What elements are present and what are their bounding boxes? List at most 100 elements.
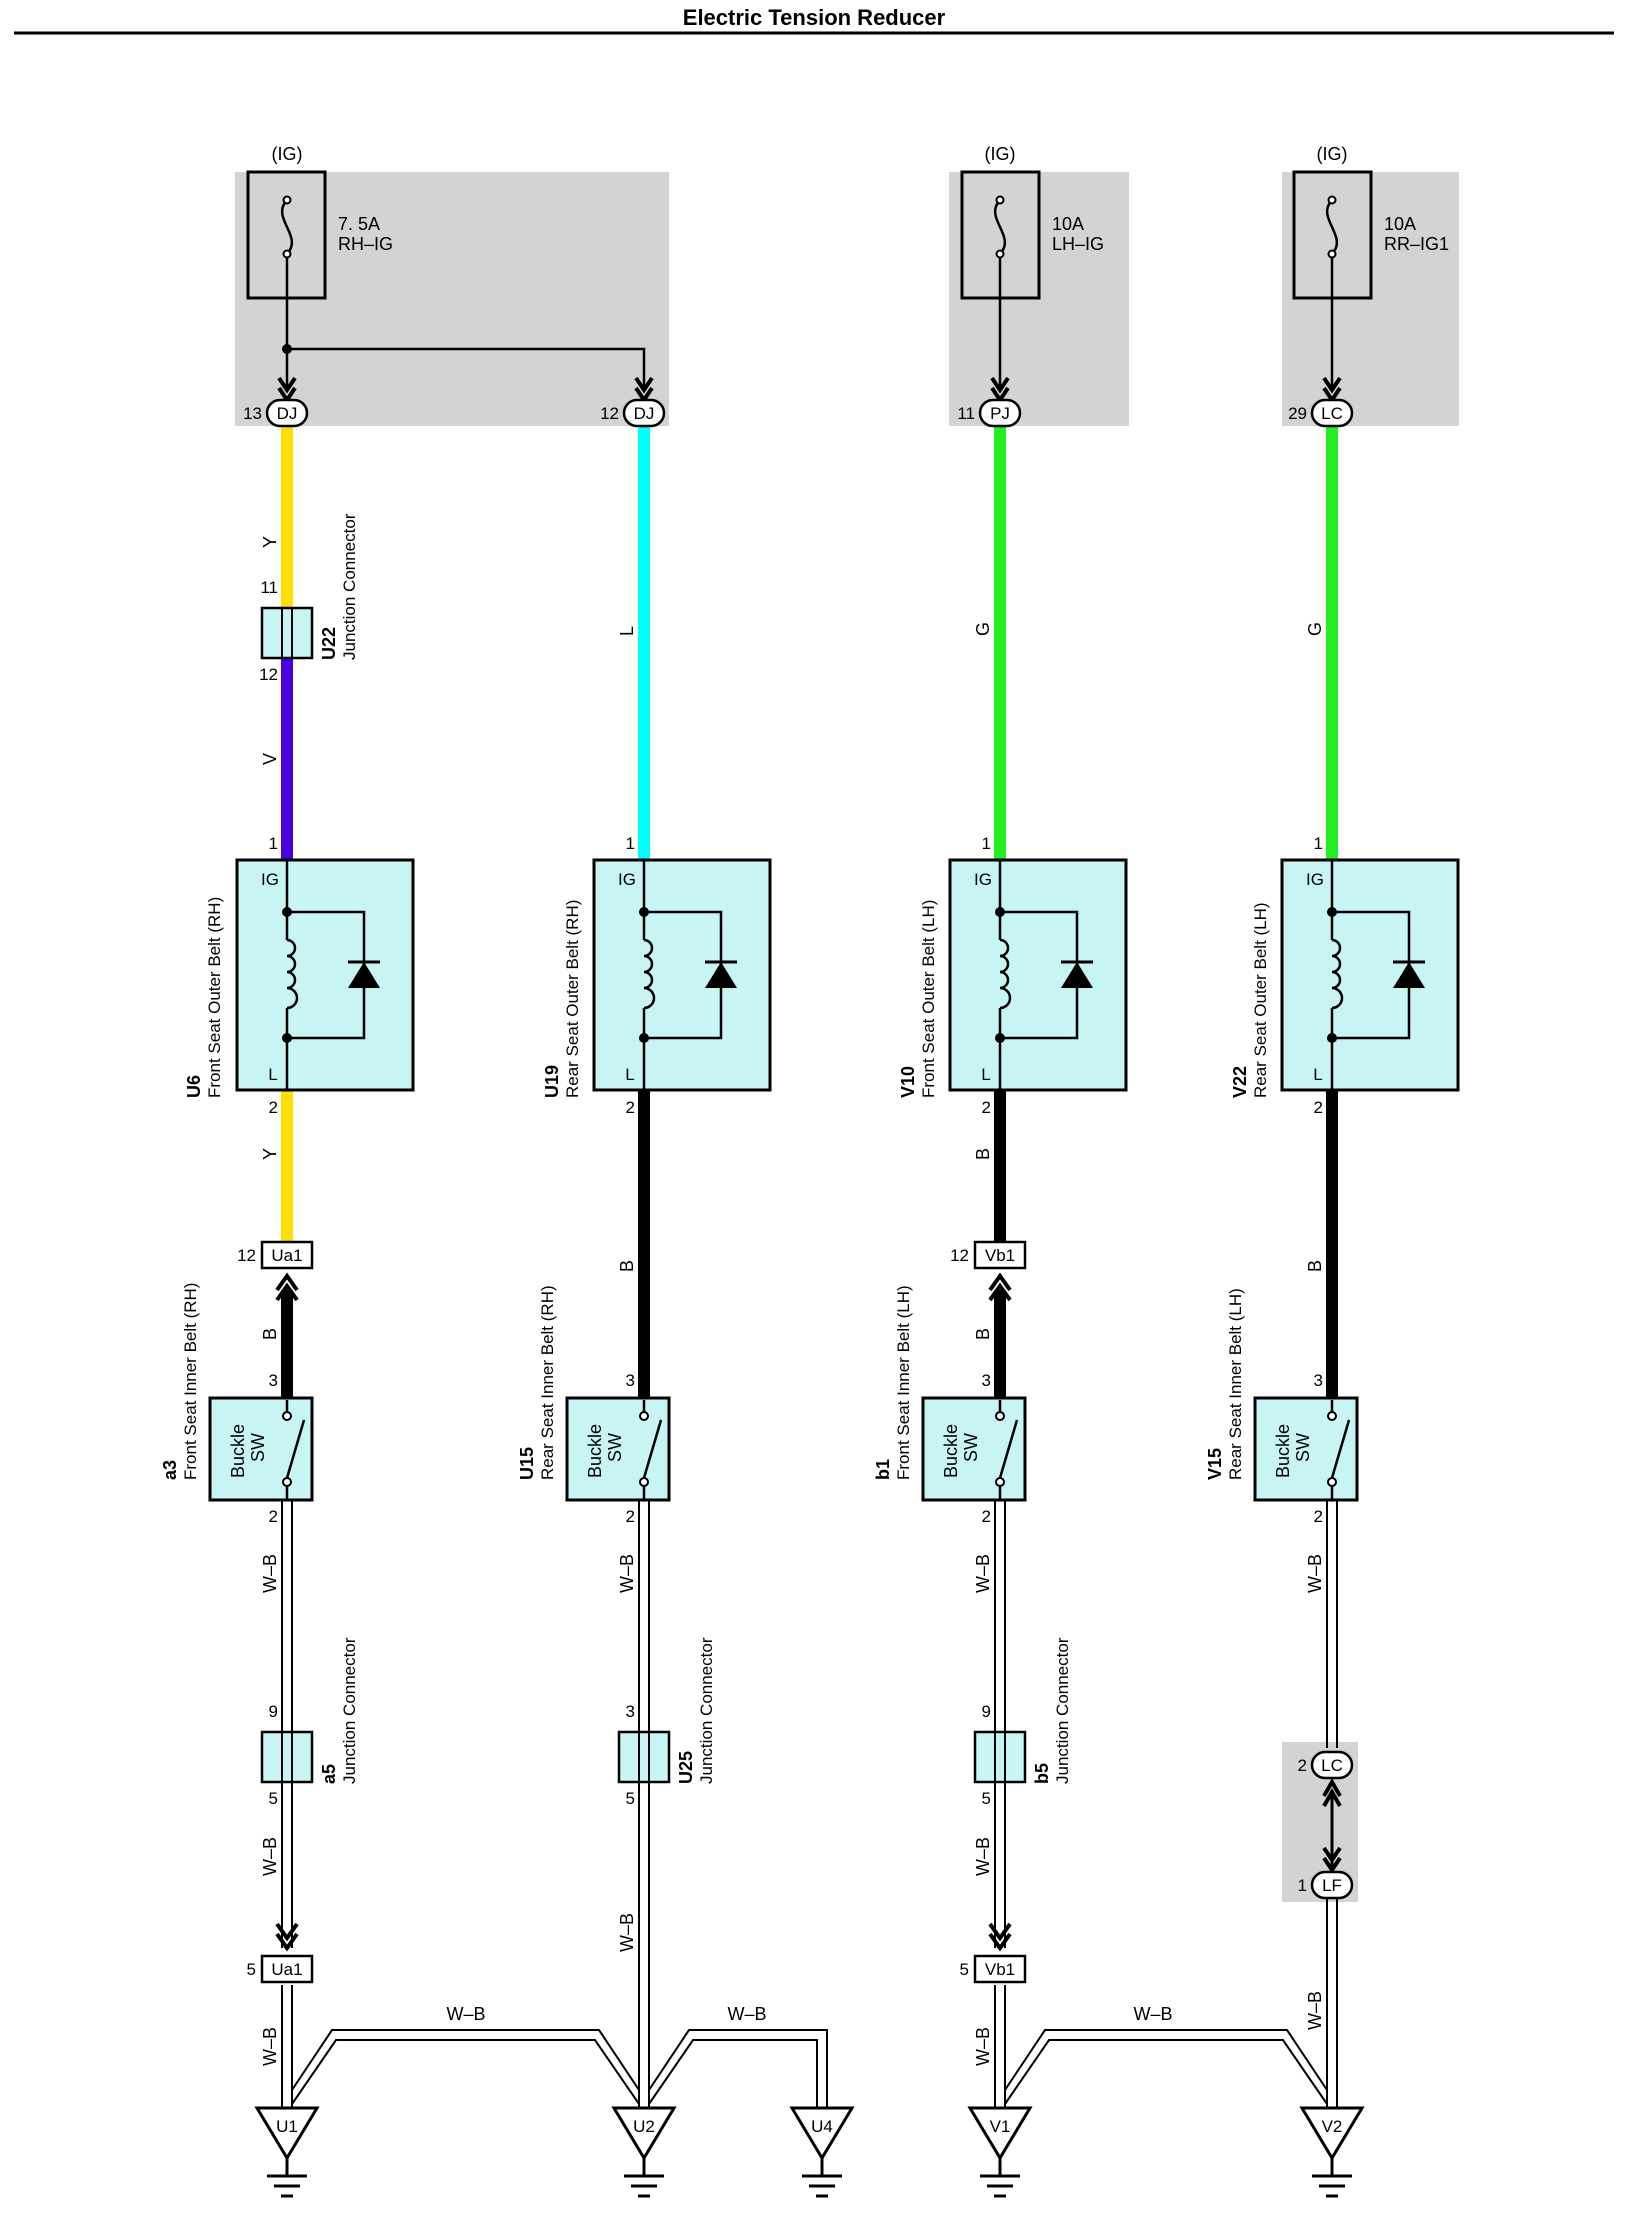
fuse-rating: 7. 5A (338, 214, 380, 234)
svg-text:LC: LC (1321, 404, 1343, 423)
svg-text:b5: b5 (1032, 1763, 1052, 1784)
junction-a5: 9 5 a5 Junction Connector (260, 1637, 359, 1808)
svg-text:9: 9 (982, 1702, 991, 1721)
fuse-name: RR–IG1 (1384, 234, 1449, 254)
inner-belt-a3: Buckle SW 3 2 a3 Front Seat Inner Belt (… (160, 1283, 314, 1526)
svg-text:2: 2 (269, 1098, 278, 1117)
wire-label: W–B (617, 1554, 637, 1593)
wire-label: W–B (260, 2027, 280, 2066)
svg-text:5: 5 (960, 1960, 969, 1979)
wire-label: B (260, 1328, 280, 1340)
wire-label: W–B (973, 1554, 993, 1593)
inner-belt-v15: Buckle SW 3 2 V15 Rear Seat Inner Belt (… (1205, 1288, 1359, 1526)
svg-text:5: 5 (982, 1789, 991, 1808)
ground-symbols: U1 U2 U4 V1 V2 (254, 2106, 1365, 2198)
svg-text:SW: SW (961, 1433, 981, 1462)
svg-text:2: 2 (1314, 1507, 1323, 1526)
svg-text:1: 1 (269, 834, 278, 853)
svg-text:Ua1: Ua1 (271, 1960, 302, 1979)
svg-text:1: 1 (626, 834, 635, 853)
svg-text:IG: IG (261, 870, 279, 889)
svg-text:Ua1: Ua1 (271, 1246, 302, 1265)
svg-text:L: L (625, 1065, 634, 1084)
connector-ua1-12: Ua1 12 (237, 1240, 314, 1302)
svg-text:PJ: PJ (990, 404, 1010, 423)
svg-text:5: 5 (247, 1960, 256, 1979)
fuse-rating: 10A (1384, 214, 1416, 234)
svg-text:V10: V10 (898, 1066, 918, 1098)
outer-belt-u19: IG L 1 2 U19 Rear Seat Outer Belt (RH) (542, 834, 772, 1117)
connector-lf-1: LF 1 (1298, 1870, 1354, 1900)
svg-text:IG: IG (1306, 870, 1324, 889)
svg-text:L: L (1313, 1065, 1322, 1084)
wire-label: G (1305, 622, 1325, 636)
svg-text:12: 12 (600, 404, 619, 423)
wire-label: B (973, 1148, 993, 1160)
wire-label: W–B (617, 1913, 637, 1952)
svg-text:Junction Connector: Junction Connector (340, 513, 359, 660)
fuse-rating: 10A (1052, 214, 1084, 234)
wire-label: Y (260, 536, 280, 548)
svg-text:SW: SW (1293, 1433, 1313, 1462)
connector-dj-13: DJ 13 (243, 398, 309, 428)
fuse-lh-ig (960, 170, 1041, 390)
svg-text:Rear Seat Inner Belt (LH): Rear Seat Inner Belt (LH) (1226, 1288, 1245, 1480)
svg-text:12: 12 (237, 1246, 256, 1265)
wire-label: W–B (727, 2004, 766, 2024)
connector-vb1-5: Vb1 5 (960, 1922, 1027, 1984)
svg-text:LC: LC (1321, 1756, 1343, 1775)
wb-wires (281, 1500, 1338, 2108)
svg-text:V15: V15 (1205, 1448, 1225, 1480)
svg-text:SW: SW (248, 1433, 268, 1462)
svg-text:Front Seat Outer Belt (LH): Front Seat Outer Belt (LH) (919, 900, 938, 1098)
svg-text:2: 2 (1314, 1098, 1323, 1117)
ground-u2: U2 (611, 2106, 677, 2198)
wire-label: W–B (260, 1837, 280, 1876)
ground-label: U4 (811, 2117, 833, 2136)
ground-v1: V1 (967, 2106, 1033, 2198)
svg-text:V22: V22 (1230, 1066, 1250, 1098)
junction-u22: 11 12 U22 Junction Connector (259, 513, 359, 684)
fuse-source-label: (IG) (985, 144, 1016, 164)
junction-u25: 3 5 U25 Junction Connector (617, 1637, 716, 1808)
connector-dj-12: DJ 12 (600, 398, 666, 428)
svg-text:Rear Seat Inner Belt (RH): Rear Seat Inner Belt (RH) (538, 1285, 557, 1480)
svg-text:Buckle: Buckle (1273, 1424, 1293, 1478)
ground-label: V1 (990, 2117, 1011, 2136)
wire-label: W–B (446, 2004, 485, 2024)
svg-text:U6: U6 (184, 1075, 204, 1098)
svg-text:IG: IG (974, 870, 992, 889)
svg-text:Vb1: Vb1 (985, 1960, 1015, 1979)
arrow-lc (1322, 1777, 1342, 1807)
ground-label: U1 (276, 2117, 298, 2136)
svg-text:Junction Connector: Junction Connector (1053, 1637, 1072, 1784)
wire-label: W–B (1133, 2004, 1172, 2024)
outer-belt-u6: IG L 1 2 U6 Front Seat Outer Belt (RH) (184, 834, 415, 1117)
svg-text:5: 5 (626, 1789, 635, 1808)
svg-text:Buckle: Buckle (228, 1424, 248, 1478)
ground-label: V2 (1322, 2117, 1343, 2136)
fuse-source-label: (IG) (1317, 144, 1348, 164)
ground-label: U2 (633, 2117, 655, 2136)
svg-text:LF: LF (1322, 1876, 1342, 1895)
svg-text:2: 2 (1298, 1756, 1307, 1775)
outer-belt-v10: IG L 1 2 V10 Front Seat Outer Belt (LH) (898, 834, 1128, 1117)
junction-b5: 9 5 b5 Junction Connector (973, 1637, 1072, 1808)
wire-label: W–B (973, 2027, 993, 2066)
inner-belt-b1: Buckle SW 3 2 b1 Front Seat Inner Belt (… (873, 1285, 1027, 1526)
svg-text:SW: SW (605, 1433, 625, 1462)
svg-text:b1: b1 (873, 1459, 893, 1480)
wire-label: B (1305, 1260, 1325, 1272)
svg-text:Front Seat Inner Belt (RH): Front Seat Inner Belt (RH) (181, 1283, 200, 1480)
svg-text:DJ: DJ (634, 404, 655, 423)
svg-text:Front Seat Outer Belt (RH): Front Seat Outer Belt (RH) (205, 897, 224, 1098)
svg-text:29: 29 (1288, 404, 1307, 423)
svg-text:1: 1 (1298, 1876, 1307, 1895)
svg-text:Rear Seat Outer Belt (LH): Rear Seat Outer Belt (LH) (1251, 902, 1270, 1098)
svg-text:Front Seat Inner Belt (LH): Front Seat Inner Belt (LH) (894, 1285, 913, 1480)
ground-v2: V2 (1299, 2106, 1365, 2198)
svg-text:3: 3 (982, 1371, 991, 1390)
wire-label: V (260, 753, 280, 765)
svg-text:a5: a5 (319, 1764, 339, 1784)
